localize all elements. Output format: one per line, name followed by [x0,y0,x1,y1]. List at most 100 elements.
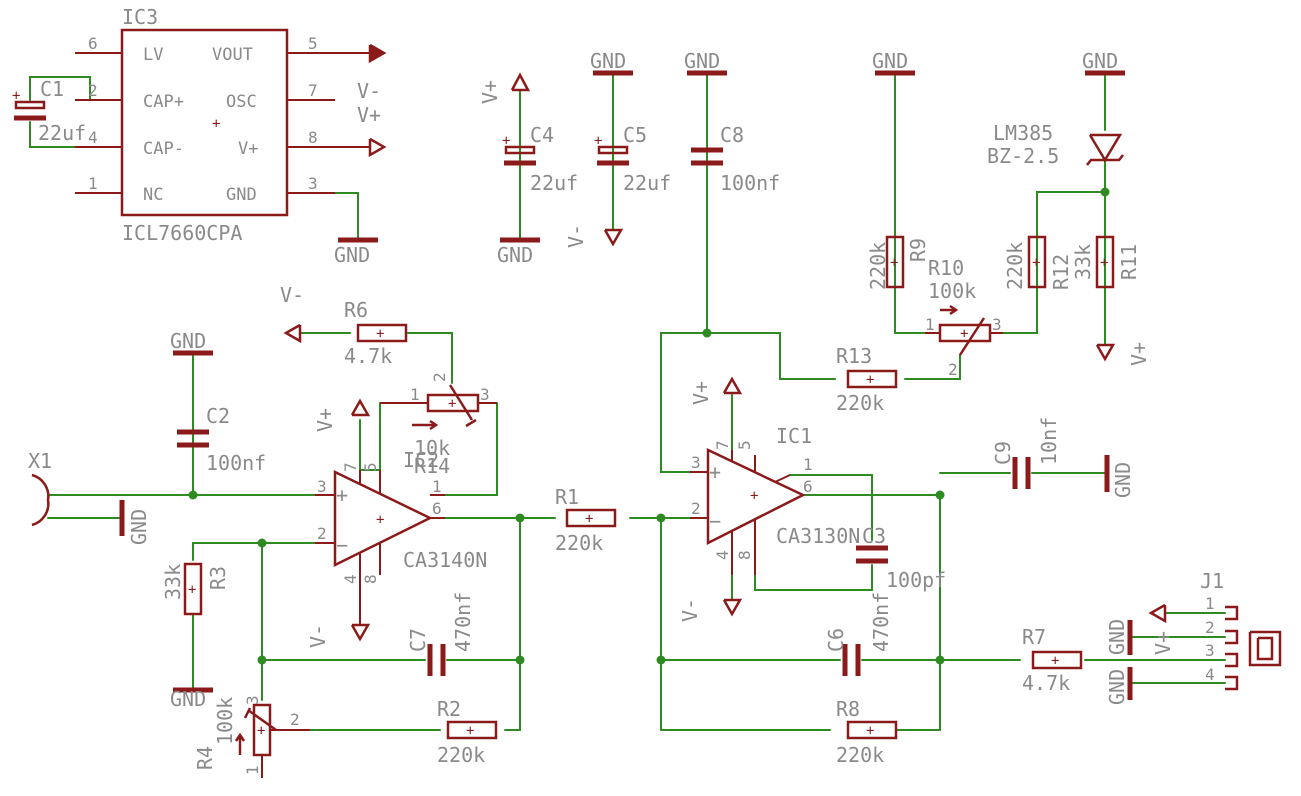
svg-text:22uf: 22uf [623,171,671,195]
svg-text:3: 3 [992,315,1002,334]
svg-text:CA3140N: CA3140N [403,548,487,572]
svg-text:220k: 220k [836,743,884,767]
svg-text:5: 5 [361,462,380,472]
c8-capacitor: C8 100nf [691,123,780,195]
svg-text:+: + [594,133,602,149]
svg-text:2: 2 [430,372,449,382]
svg-text:C7: C7 [406,628,430,652]
svg-text:C6: C6 [824,628,848,652]
c6-capacitor: C6 470nf [824,592,893,676]
r6-resistor: + R6 4.7k [344,298,408,368]
svg-text:6: 6 [432,499,442,518]
svg-text:GND: GND [226,185,257,205]
svg-text:100nf: 100nf [206,451,266,475]
svg-text:8: 8 [735,550,754,560]
svg-text:1: 1 [88,174,98,193]
svg-text:C5: C5 [623,123,647,147]
svg-text:2: 2 [290,710,300,729]
ic2-opamp: + − + 3 2 6 1 7 5 4 8 IC2 CA3140N [315,448,487,625]
svg-text:+: + [960,326,968,342]
svg-text:100nf: 100nf [720,171,780,195]
svg-text:+: + [502,133,510,149]
lm385-diode: LM385 BZ-2.5 [987,121,1124,168]
svg-text:GND: GND [1105,669,1129,705]
svg-text:OSC: OSC [226,92,257,112]
svg-text:2: 2 [691,499,701,518]
r13-resistor: + R13 220k [836,344,898,415]
svg-text:GND: GND [497,243,533,267]
svg-text:220k: 220k [555,531,603,555]
svg-text:3: 3 [243,695,262,705]
svg-text:+: + [1100,255,1108,271]
svg-text:+: + [1051,653,1059,669]
svg-text:1: 1 [432,477,442,496]
svg-text:V+: V+ [357,103,381,127]
r10-potentiometer: + R10 100k 1 3 2 [925,256,1003,379]
ic3-icl7660: + IC3 ICL7660CPA 6 2 4 1 LV CAP+ CAP- NC… [75,5,387,245]
svg-text:C2: C2 [206,404,230,428]
r14-potentiometer: + 1 3 2 10k R14 [380,372,497,478]
svg-text:7: 7 [713,440,732,450]
supply-symbols: V+ V- V+ V- V+ V- V+ V- V+ [280,72,1175,655]
wires [29,72,1226,731]
svg-text:C8: C8 [720,123,744,147]
r4-potentiometer: + 3 1 2 R4 100k [193,695,310,778]
r8-resistor: + R8 220k [836,697,898,767]
svg-text:X1: X1 [28,449,52,473]
svg-text:GND: GND [170,687,206,711]
svg-text:R10: R10 [928,256,964,280]
svg-text:100k: 100k [928,279,976,303]
svg-text:1: 1 [243,765,262,775]
svg-text:GND: GND [127,509,151,545]
svg-text:+: + [212,116,220,132]
j1-connector: 1 2 3 4 J1 [1200,569,1282,691]
svg-text:220k: 220k [866,242,890,290]
svg-text:LM385: LM385 [993,121,1053,145]
svg-text:7: 7 [308,81,318,100]
svg-text:R7: R7 [1022,625,1046,649]
svg-text:1: 1 [803,455,813,474]
r9-resistor: + 220k R9 [866,235,930,290]
svg-text:4.7k: 4.7k [1022,671,1070,695]
c7-capacitor: C7 470nf [406,592,475,676]
svg-text:6: 6 [88,34,98,53]
c5-capacitor: + C5 22uf [594,123,671,195]
svg-text:VOUT: VOUT [212,45,253,65]
svg-text:22uf: 22uf [38,121,86,145]
svg-text:+: + [12,88,20,104]
svg-text:V+: V+ [689,381,713,405]
svg-text:3: 3 [308,174,318,193]
svg-text:+: + [750,488,758,504]
svg-text:+: + [890,255,898,271]
svg-text:+: + [336,483,348,507]
svg-text:V+: V+ [478,80,502,104]
svg-text:2: 2 [88,81,98,100]
svg-text:470nf: 470nf [451,592,475,652]
svg-text:8: 8 [308,128,318,147]
svg-text:V+: V+ [238,139,258,159]
svg-text:R12: R12 [1049,254,1073,290]
svg-text:8: 8 [361,574,380,584]
svg-text:C1: C1 [40,77,64,101]
svg-text:IC1: IC1 [776,424,812,448]
ic3-value: ICL7660CPA [122,221,242,245]
svg-text:2: 2 [317,524,327,543]
r7-resistor: + R7 4.7k [1022,625,1083,695]
svg-text:5: 5 [308,34,318,53]
svg-text:+: + [376,326,384,342]
svg-text:J1: J1 [1200,569,1224,593]
svg-text:2: 2 [948,360,958,379]
svg-text:C4: C4 [530,123,554,147]
ic3-name: IC3 [122,5,158,29]
svg-text:1: 1 [410,385,420,404]
svg-text:+: + [585,511,593,527]
svg-text:1: 1 [1205,594,1215,613]
svg-text:R14: R14 [414,454,450,478]
svg-text:R1: R1 [555,485,579,509]
svg-text:2: 2 [1205,618,1215,637]
svg-text:220k: 220k [437,743,485,767]
svg-text:R3: R3 [206,566,230,590]
svg-text:NC: NC [143,185,163,205]
svg-text:LV: LV [143,45,163,65]
svg-text:10k: 10k [414,436,450,460]
